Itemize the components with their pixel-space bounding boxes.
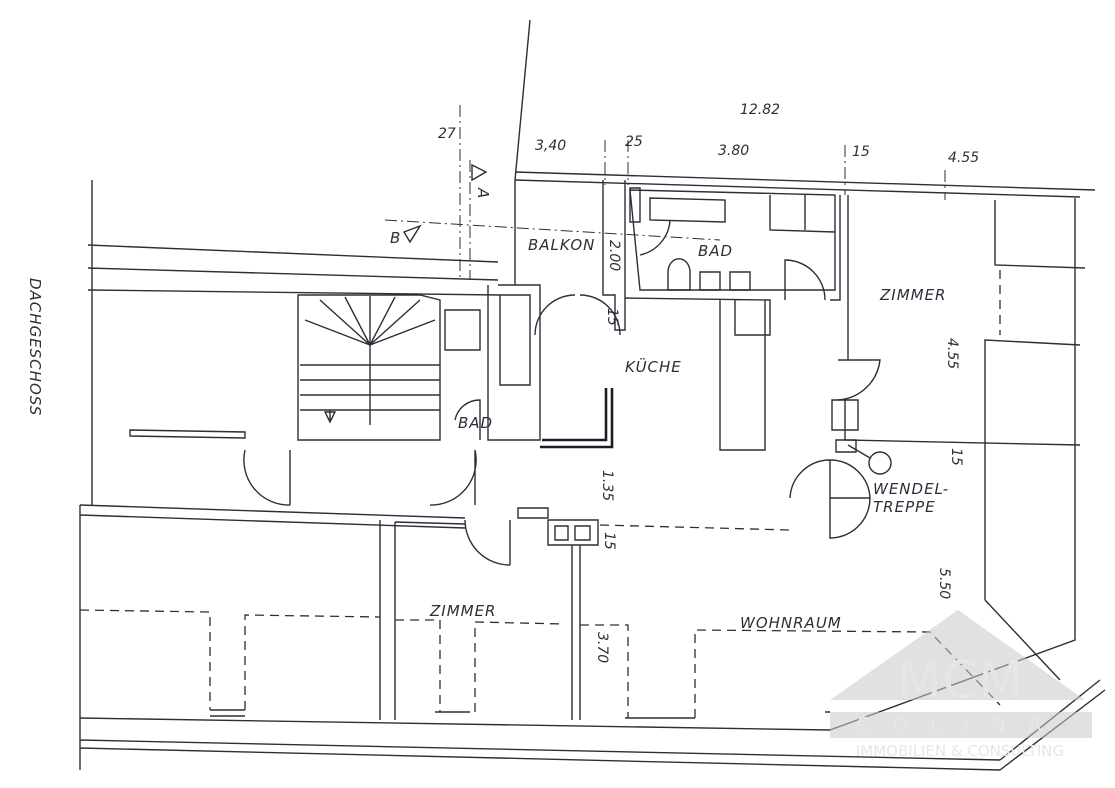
- svg-text:IMMOBILIEN & CONSULTING: IMMOBILIEN & CONSULTING: [856, 742, 1064, 760]
- room-label-bad: BAD: [698, 242, 733, 260]
- room-label-zimmer: ZIMMER: [429, 602, 496, 620]
- dimension: 4.55: [944, 338, 960, 369]
- dimension: 3.80: [718, 143, 749, 159]
- svg-text:MCM: MCM: [897, 651, 1023, 711]
- watermark-logo: MCM COLINA IMMOBILIEN & CONSULTING: [830, 610, 1092, 760]
- section-arrow-icon: [402, 163, 488, 244]
- dimension: 15: [948, 448, 964, 466]
- dashed-lines: [79, 105, 1001, 718]
- room-label-wendeltreppe: TREPPE: [873, 498, 936, 516]
- dimension: 3.70: [594, 632, 610, 663]
- dimension: 1.35: [599, 470, 615, 501]
- dimension: 15: [852, 144, 870, 160]
- dimension: 25: [625, 134, 643, 150]
- dimension: 27: [438, 126, 456, 142]
- section-marker-b: B: [390, 229, 401, 247]
- room-label-wohnraum: WOHNRAUM: [740, 614, 842, 632]
- section-marker-a: A: [474, 187, 492, 199]
- dimension: 15: [601, 532, 617, 550]
- dimension-total: 12.82: [740, 102, 780, 118]
- dimension: 15: [604, 308, 620, 326]
- dimension: 2.00: [606, 240, 622, 271]
- svg-text:COLINA: COLINA: [856, 713, 1063, 737]
- dimension: 5.50: [936, 568, 952, 599]
- room-label-kueche: KÜCHE: [625, 357, 682, 376]
- room-label-wendeltreppe: WENDEL-: [873, 480, 949, 498]
- drawing-title: DACHGESCHOSS: [26, 278, 44, 416]
- dimension: 4.55: [948, 150, 979, 166]
- room-label-zimmer: ZIMMER: [879, 286, 946, 304]
- walls: [79, 19, 1106, 771]
- room-label-bad: BAD: [458, 414, 493, 432]
- room-label-balkon: BALKON: [528, 236, 595, 254]
- dimension: 3,40: [535, 138, 566, 154]
